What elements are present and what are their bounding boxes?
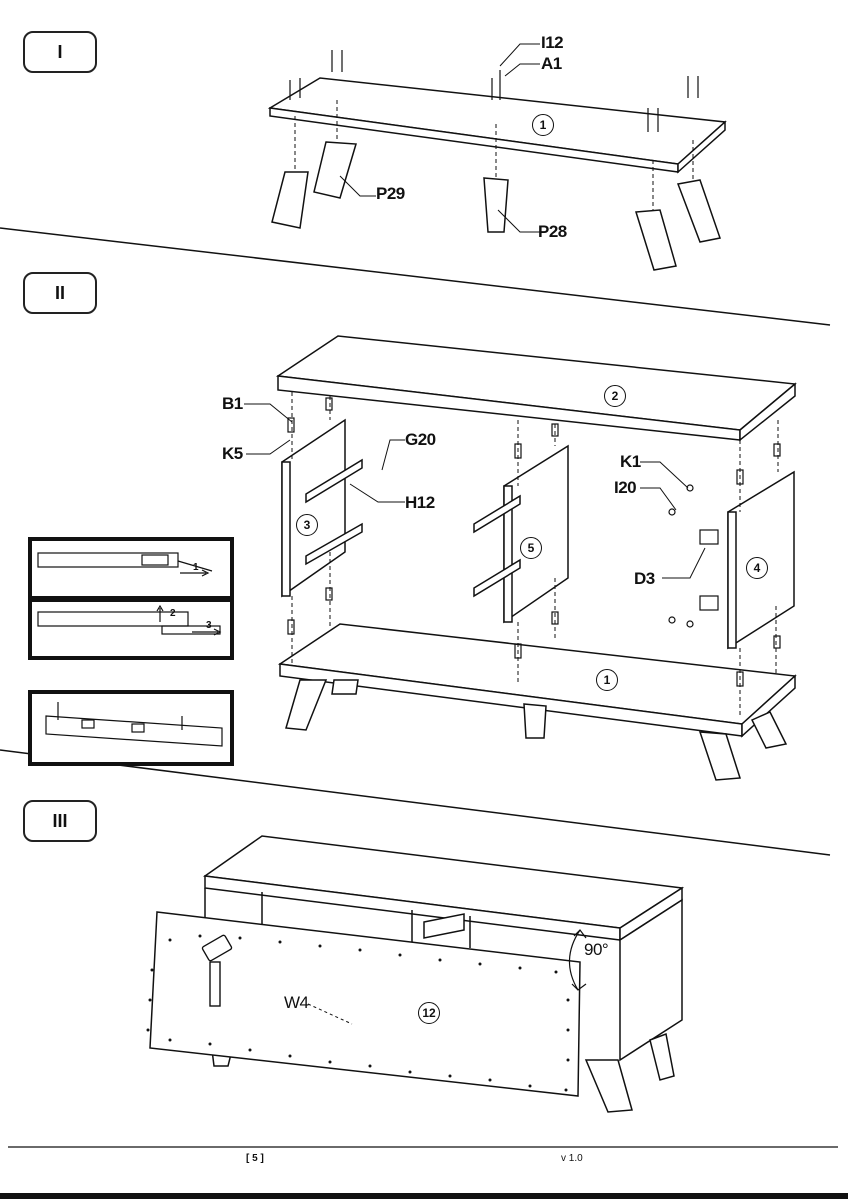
label-I12: I12 <box>541 33 564 52</box>
label-P29: P29 <box>376 184 405 203</box>
version-label: v 1.0 <box>561 1153 583 1164</box>
inset-runner-insert <box>28 690 234 766</box>
base-panel-step1 <box>267 77 727 174</box>
label-I20: I20 <box>614 478 637 497</box>
label-D3: D3 <box>634 569 655 588</box>
inset-step-1: 1 <box>193 562 199 573</box>
label-B1: B1 <box>222 394 243 413</box>
part-number-1-bottom: 1 <box>596 669 618 691</box>
page-number: [ 5 ] <box>246 1153 264 1164</box>
label-A1: A1 <box>541 54 562 73</box>
part-number-3: 3 <box>296 514 318 536</box>
inset-runner-release: 2 3 <box>28 598 234 660</box>
label-G20: G20 <box>405 430 436 449</box>
part-number-12: 12 <box>418 1002 440 1024</box>
part-number-1-top: 1 <box>532 114 554 136</box>
inset-step-2: 2 <box>170 608 176 619</box>
label-K1: K1 <box>620 452 641 471</box>
runner-diagram-2 <box>37 604 222 636</box>
inset-step-3: 3 <box>206 620 212 631</box>
label-K5: K5 <box>222 444 243 463</box>
part-number-2: 2 <box>604 385 626 407</box>
inset-runner-extend: 1 <box>28 537 234 600</box>
part-number-4: 4 <box>746 557 768 579</box>
step-2-label: II <box>23 272 97 314</box>
step-1-label: I <box>23 31 97 73</box>
label-H12: H12 <box>405 493 435 512</box>
hammer-icon <box>201 934 233 1007</box>
runner-diagram-1 <box>37 552 213 577</box>
runner-diagram-3 <box>45 702 223 747</box>
angle-label: 90° <box>584 940 609 959</box>
label-P28: P28 <box>538 222 567 241</box>
step-3-label: III <box>23 800 97 842</box>
label-W4: W4 <box>284 993 309 1012</box>
part-number-5: 5 <box>520 537 542 559</box>
